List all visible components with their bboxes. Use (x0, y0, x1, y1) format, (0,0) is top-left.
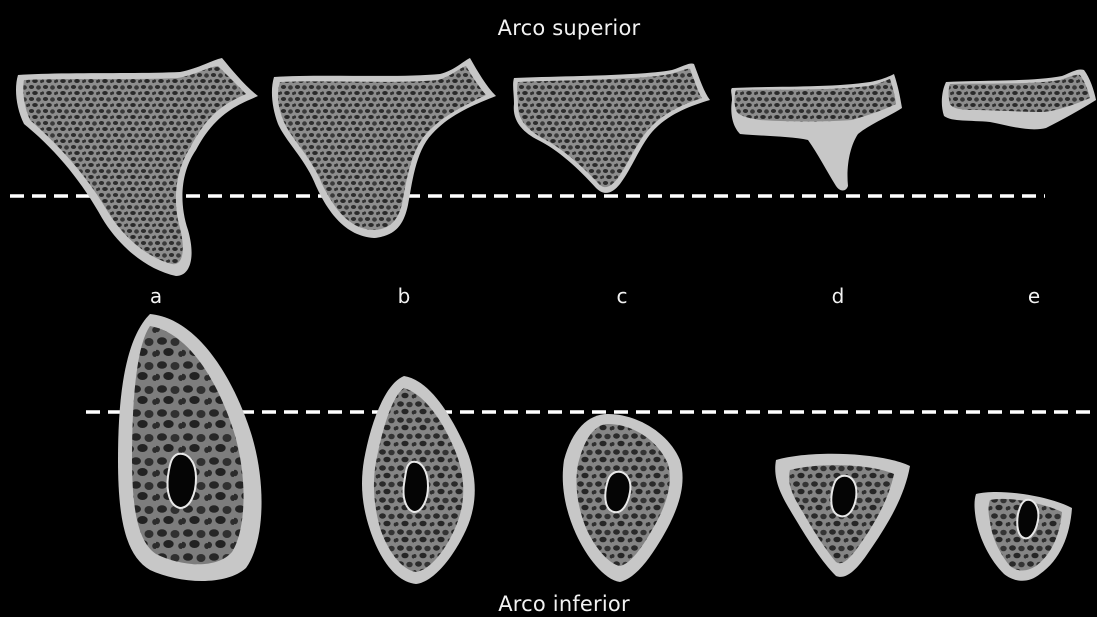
upper-section-c (513, 63, 710, 192)
lower-section-c (563, 414, 683, 582)
lower-section-e (975, 492, 1073, 581)
lower-section-d (775, 454, 910, 577)
lower-section-b (362, 376, 475, 584)
upper-section-a (16, 58, 258, 276)
stage-label-a: a (150, 284, 162, 308)
stage-label-d: d (832, 284, 845, 308)
lower-arch-title: Arco inferior (498, 592, 630, 616)
upper-arch-title: Arco superior (498, 16, 641, 40)
upper-section-e (942, 69, 1096, 129)
stage-label-c: c (617, 284, 628, 308)
stage-label-e: e (1028, 284, 1040, 308)
upper-section-b (272, 58, 496, 238)
lower-section-a (118, 314, 262, 581)
stage-label-b: b (398, 284, 411, 308)
upper-section-d (731, 74, 902, 191)
